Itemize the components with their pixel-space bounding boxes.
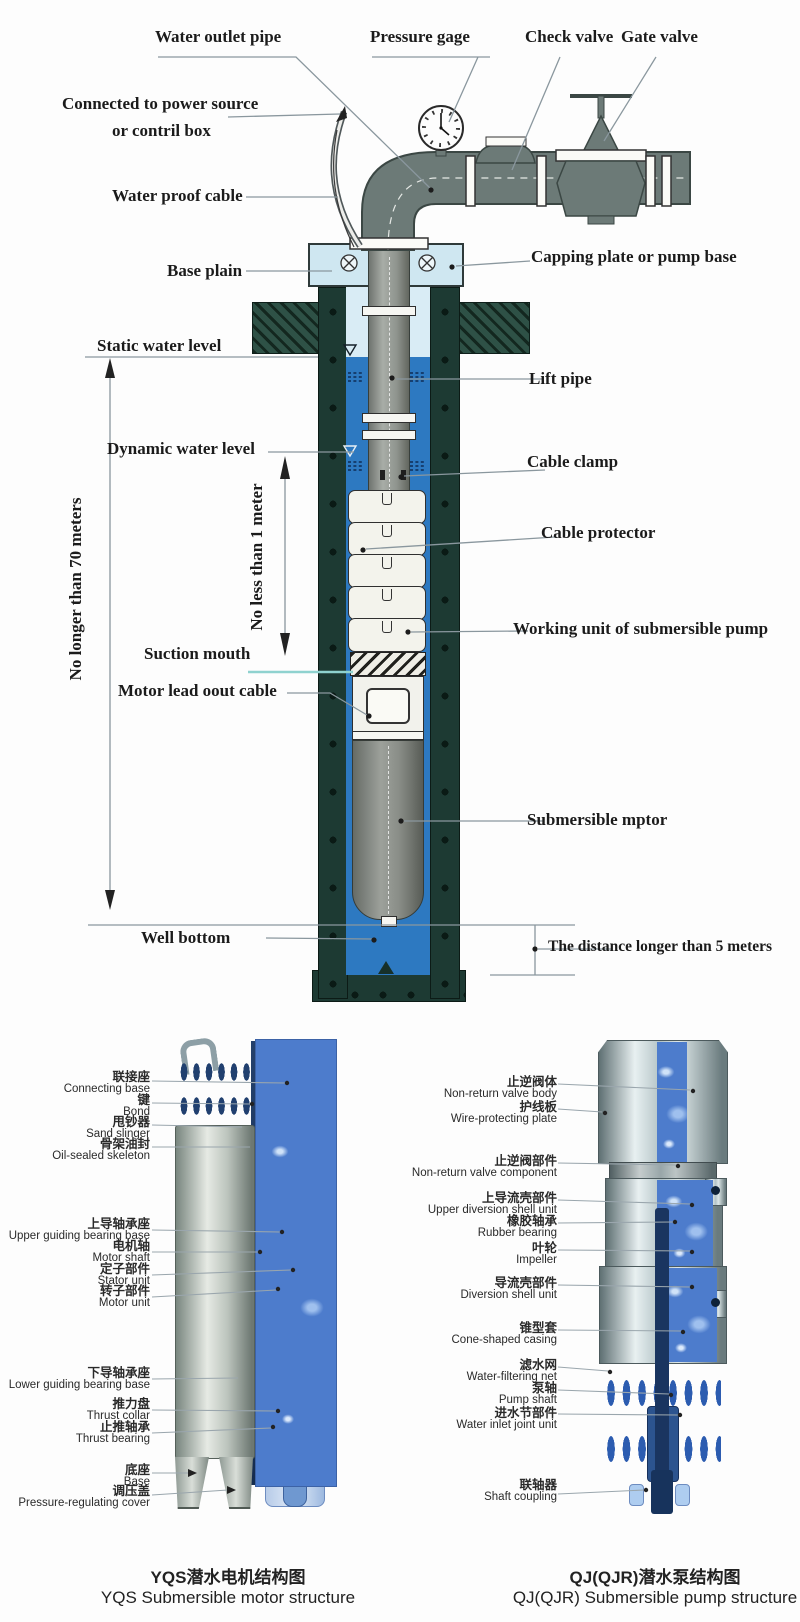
label-suction-mouth: Suction mouth bbox=[144, 644, 251, 663]
check-valve-flange bbox=[485, 136, 527, 147]
pipe-flange-pair bbox=[465, 155, 476, 207]
ground-shoulder-left bbox=[252, 302, 320, 354]
label-gate-valve: Gate valve bbox=[621, 27, 698, 46]
label-water-outlet-pipe: Water outlet pipe bbox=[155, 27, 282, 46]
label-cable-clamp: Cable clamp bbox=[527, 452, 619, 471]
label-dynamic-water-level: Dynamic water level bbox=[107, 439, 255, 458]
motor-cutaway-panel bbox=[255, 1039, 337, 1487]
pump-valve-channel bbox=[657, 1042, 687, 1162]
pump-coupling-nub-left bbox=[629, 1484, 644, 1506]
motor-winding-top bbox=[177, 1057, 253, 1087]
label-base-plain: Base plain bbox=[167, 261, 243, 280]
pump-working-unit bbox=[348, 490, 426, 652]
well-casing-left bbox=[318, 287, 348, 999]
label-connected-power-1: Connected to power source bbox=[62, 94, 259, 113]
motor-winding-bottom bbox=[177, 1091, 253, 1121]
label-motor-lead-cable: Motor lead oout cable bbox=[118, 681, 277, 700]
submersible-motor-body bbox=[352, 740, 424, 920]
gauge-stem bbox=[435, 147, 447, 157]
pump-stage bbox=[348, 490, 426, 524]
gate-valve-bonnet bbox=[581, 114, 621, 153]
pump-side-port-2 bbox=[711, 1298, 720, 1307]
pump-stage bbox=[348, 618, 426, 652]
motor-leg-right bbox=[219, 1457, 253, 1509]
label-distance-note: The distance longer than 5 meters bbox=[548, 938, 773, 955]
motor-bottom-nub bbox=[381, 916, 397, 927]
pipe-flange bbox=[362, 430, 416, 440]
label-static-water-level: Static water level bbox=[97, 336, 222, 355]
power-cable bbox=[330, 106, 363, 248]
pump-coupling-nub-right bbox=[675, 1484, 690, 1506]
label-check-valve: Check valve bbox=[525, 27, 614, 46]
motor-lead-port bbox=[366, 688, 410, 724]
label-well-bottom: Well bottom bbox=[141, 928, 231, 947]
ground-shoulder-right bbox=[458, 302, 530, 354]
pump-side-port-1 bbox=[711, 1186, 720, 1195]
label-lift-pipe: Lift pipe bbox=[529, 369, 592, 388]
check-valve-body bbox=[475, 144, 536, 164]
pressure-gauge bbox=[418, 105, 464, 151]
label-water-proof-cable: Water proof cable bbox=[112, 186, 243, 205]
cable-clamp-part bbox=[380, 470, 406, 480]
pump-stage bbox=[348, 586, 426, 620]
pump-coupling-tube bbox=[651, 1470, 673, 1514]
gate-valve-body bbox=[556, 160, 646, 217]
motor-leg-left bbox=[175, 1457, 209, 1509]
label-working-unit: Working unit of submersible pump bbox=[513, 619, 769, 638]
well-casing-right bbox=[430, 287, 460, 999]
pump-stage bbox=[348, 554, 426, 588]
label-capping-plate: Capping plate or pump base bbox=[531, 247, 737, 266]
label-connected-power-2: or contril box bbox=[112, 121, 211, 140]
pump-stage bbox=[348, 522, 426, 556]
lift-pipe bbox=[368, 248, 410, 500]
label-cable-protector: Cable protector bbox=[541, 523, 656, 542]
pump-shaft-rod bbox=[655, 1208, 669, 1508]
label-pressure-gage: Pressure gage bbox=[370, 27, 470, 46]
motor-top-flange bbox=[352, 731, 424, 740]
label-submergence-limit: No less than 1 meter bbox=[247, 483, 266, 631]
pump-figure-caption: QJ(QJR)潜水泵结构图 QJ(QJR) Submersible pump s… bbox=[505, 1568, 800, 1608]
pipe-flange bbox=[362, 306, 416, 316]
suction-strainer-band bbox=[350, 652, 426, 676]
motor-caption-zh: YQS潜水电机结构图 bbox=[150, 1568, 306, 1587]
motor-figure bbox=[165, 1035, 340, 1510]
label-depth-limit: No longer than 70 meters bbox=[66, 497, 85, 681]
motor-figure-caption: YQS潜水电机结构图 YQS Submersible motor structu… bbox=[78, 1568, 378, 1608]
pump-figure bbox=[593, 1038, 733, 1516]
pipe-flange bbox=[362, 413, 416, 423]
pump-caption-zh: QJ(QJR)潜水泵结构图 bbox=[569, 1568, 741, 1587]
motor-caption-en: YQS Submersible motor structure bbox=[100, 1588, 356, 1607]
motor-stator-housing bbox=[175, 1125, 255, 1459]
label-submersible-motor: Submersible mptor bbox=[527, 810, 668, 829]
pump-caption-en: QJ(QJR) Submersible pump structure bbox=[512, 1588, 798, 1607]
